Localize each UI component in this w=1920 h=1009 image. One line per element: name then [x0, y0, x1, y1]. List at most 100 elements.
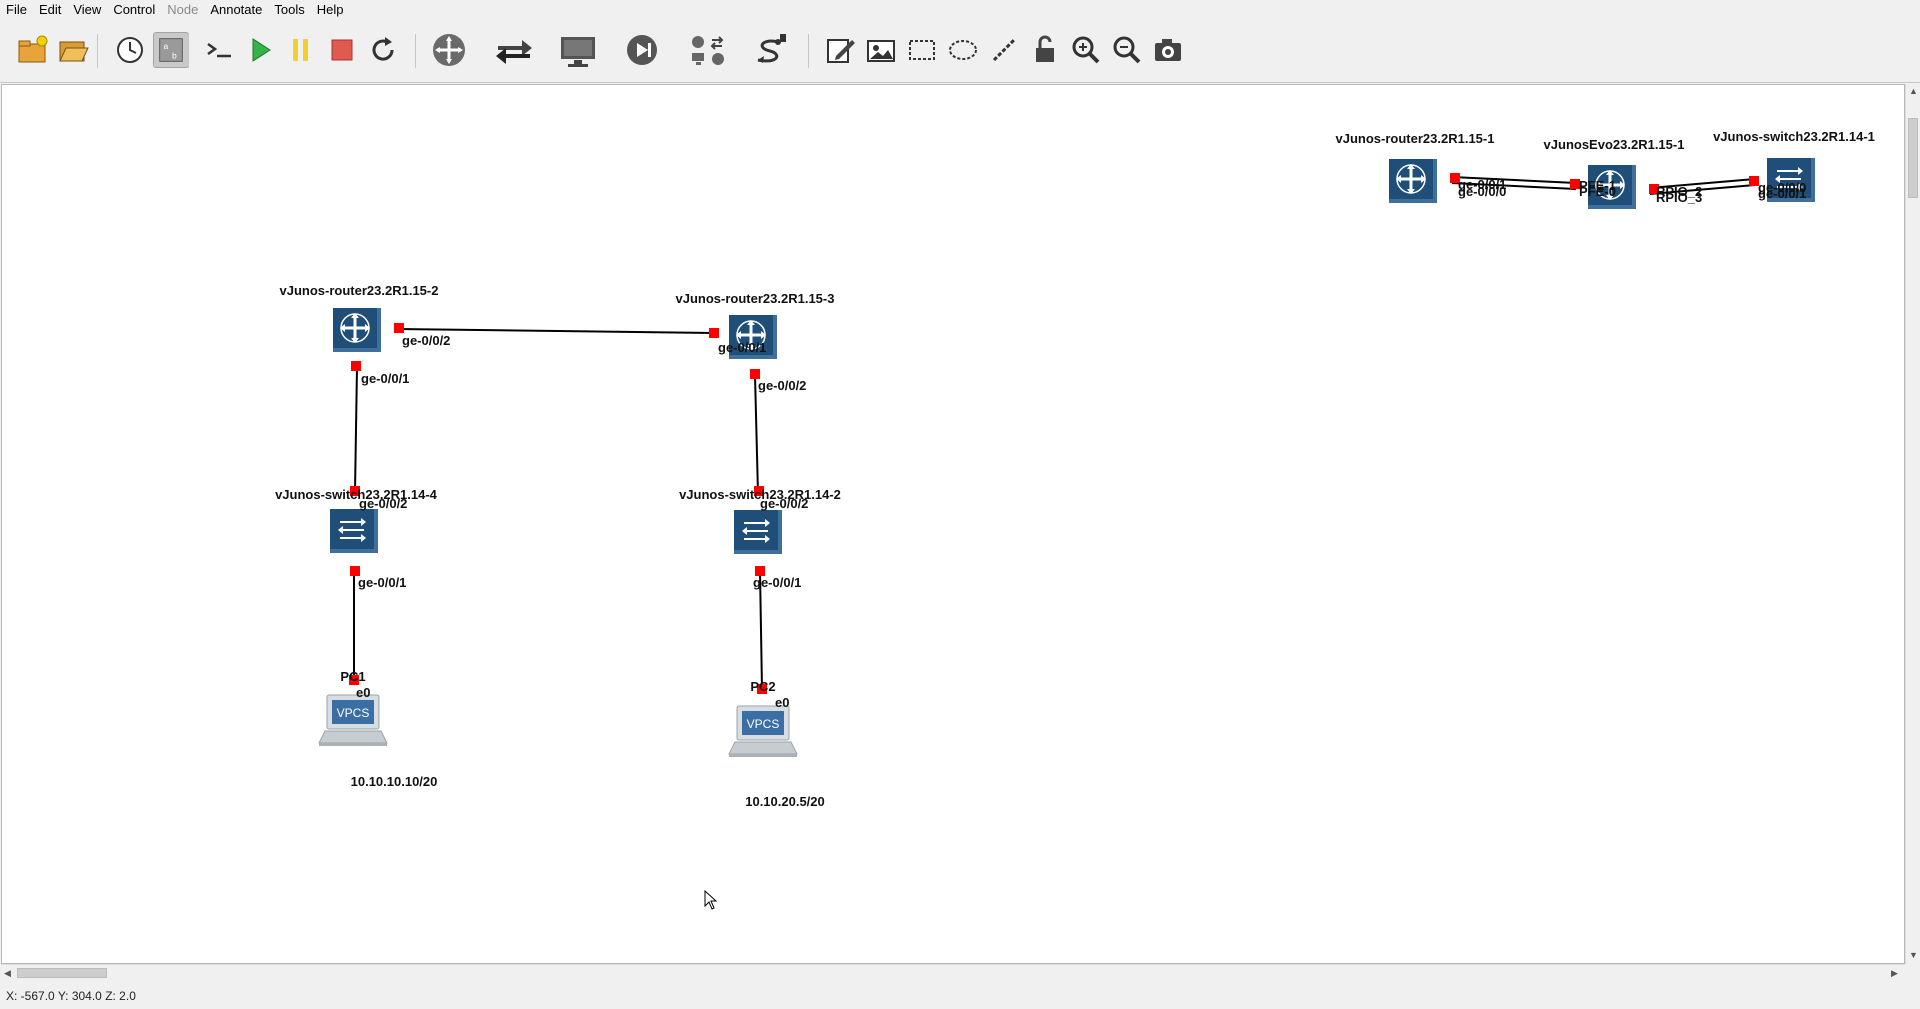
router-icon[interactable] [1588, 165, 1636, 209]
interface-label: ge-0/0/0 [1458, 184, 1506, 199]
browse-routers-icon[interactable] [427, 32, 471, 68]
link-line[interactable] [1451, 176, 1577, 184]
browse-end-devices-icon[interactable] [556, 32, 600, 68]
port-indicator [1649, 184, 1659, 194]
browse-security-icon[interactable] [620, 32, 664, 68]
link-line[interactable] [1649, 184, 1756, 195]
draw-ellipse-icon[interactable] [945, 32, 981, 68]
interface-label: PFE-1 [1579, 178, 1616, 193]
port-indicator [1450, 173, 1460, 183]
switch-icon[interactable] [330, 509, 378, 553]
node-label-r2[interactable]: vJunos-router23.2R1.15-2 [280, 283, 439, 298]
vpcs-icon[interactable] [318, 694, 388, 746]
toolbar-separator [97, 34, 98, 68]
link-line[interactable] [754, 374, 759, 495]
port-indicator [750, 369, 760, 379]
vertical-scroll-thumb[interactable] [1908, 118, 1918, 198]
link-line[interactable] [396, 328, 715, 334]
link-line[interactable] [759, 570, 763, 690]
switch-icon[interactable] [734, 510, 782, 554]
horizontal-scrollbar[interactable]: ◀ ▶ [1, 964, 1905, 980]
node-label-s1[interactable]: vJunos-switch23.2R1.14-1 [1713, 129, 1875, 144]
router-icon[interactable] [1389, 159, 1437, 203]
port-indicator [351, 361, 361, 371]
browse-all-devices-icon[interactable] [686, 32, 730, 68]
node-label-pc1[interactable]: PC1 [340, 669, 365, 684]
lock-icon[interactable] [1027, 32, 1063, 68]
node-label-pc2[interactable]: PC2 [750, 679, 775, 694]
port-indicator [350, 486, 360, 496]
snapshot-icon[interactable] [112, 32, 148, 68]
link-line[interactable] [1451, 182, 1577, 190]
node-label-evo[interactable]: vJunosEvo23.2R1.15-1 [1544, 137, 1685, 152]
menu-tools[interactable]: Tools [274, 2, 305, 17]
screenshot-icon[interactable] [1150, 32, 1186, 68]
vertical-scrollbar[interactable]: ▲ ▼ [1905, 84, 1920, 964]
node-label-r3[interactable]: vJunos-router23.2R1.15-3 [676, 291, 835, 306]
port-indicator [754, 486, 764, 496]
scroll-right-icon[interactable]: ▶ [1891, 968, 1898, 978]
console-icon[interactable] [201, 32, 237, 68]
interface-label: ge-0/0/1 [1458, 177, 1506, 192]
scroll-down-icon[interactable]: ▼ [1909, 950, 1918, 960]
draw-rectangle-icon[interactable] [904, 32, 940, 68]
zoom-in-icon[interactable] [1068, 32, 1104, 68]
scroll-left-icon[interactable]: ◀ [4, 968, 11, 978]
horizontal-scroll-thumb[interactable] [17, 968, 107, 978]
menu-bar: File Edit View Control Node Annotate Tools Help [0, 0, 1920, 20]
vpcs-badge: VPCS [747, 717, 780, 731]
zoom-out-icon[interactable] [1109, 32, 1145, 68]
node-label-s2[interactable]: vJunos-switch23.2R1.14-2 [679, 487, 841, 502]
draw-line-icon[interactable] [986, 32, 1022, 68]
ip-note[interactable]: 10.10.10.10/20 [351, 774, 438, 789]
port-indicator [1749, 176, 1759, 186]
toolbar-separator [188, 34, 189, 68]
svg-text:b: b [172, 51, 177, 61]
menu-annotate[interactable]: Annotate [210, 2, 263, 17]
start-icon[interactable] [242, 32, 278, 68]
router-icon[interactable] [729, 315, 777, 359]
menu-view[interactable]: View [73, 2, 102, 17]
menu-help[interactable]: Help [316, 2, 344, 17]
suspend-icon[interactable] [283, 32, 319, 68]
add-link-icon[interactable] [748, 32, 792, 68]
port-indicator [709, 328, 719, 338]
add-note-icon[interactable] [822, 32, 858, 68]
interface-label: ge-0/0/1 [718, 340, 766, 355]
interface-label: ge-0/0/2 [758, 378, 806, 393]
interface-label: ge-0/0/1 [1758, 186, 1806, 201]
stop-icon[interactable] [324, 32, 360, 68]
scroll-up-icon[interactable]: ▲ [1909, 86, 1918, 96]
port-indicator [394, 323, 404, 333]
svg-text:a: a [163, 41, 168, 51]
menu-node: Node [167, 2, 199, 17]
ip-note[interactable]: 10.10.20.5/20 [745, 794, 825, 809]
interface-label: ge-0/0/1 [361, 371, 409, 386]
menu-file[interactable]: File [6, 2, 27, 17]
router-icon[interactable] [333, 308, 381, 352]
interface-label: ge-0/0/2 [402, 333, 450, 348]
menu-control[interactable]: Control [113, 2, 156, 17]
link-line[interactable] [1649, 178, 1756, 189]
node-label-r1[interactable]: vJunos-router23.2R1.15-1 [1336, 131, 1495, 146]
interface-label: PFE-0 [1579, 184, 1616, 199]
vpcs-icon[interactable] [728, 705, 798, 757]
port-indicator [350, 566, 360, 576]
interface-label: e0 [356, 685, 370, 700]
link-line[interactable] [354, 366, 358, 493]
browse-switches-icon[interactable] [492, 32, 536, 68]
topology-canvas[interactable]: vJunos-router23.2R1.15-1 vJunosEvo23.2R1.… [1, 84, 1905, 964]
new-project-icon[interactable] [14, 32, 50, 68]
insert-image-icon[interactable] [863, 32, 899, 68]
interface-label: ge-0/0/2 [760, 496, 808, 511]
toolbar-separator [415, 34, 416, 68]
node-label-s4[interactable]: vJunos-switch23.2R1.14-4 [275, 487, 438, 502]
interface-label: ge-0/0/0 [1758, 180, 1806, 195]
topology-diagram[interactable]: vJunos-router23.2R1.15-1 vJunosEvo23.2R1.… [2, 85, 1904, 963]
open-project-icon[interactable] [55, 32, 91, 68]
menu-edit[interactable]: Edit [38, 2, 62, 17]
reload-icon[interactable] [365, 32, 401, 68]
switch-icon[interactable] [1767, 158, 1815, 202]
